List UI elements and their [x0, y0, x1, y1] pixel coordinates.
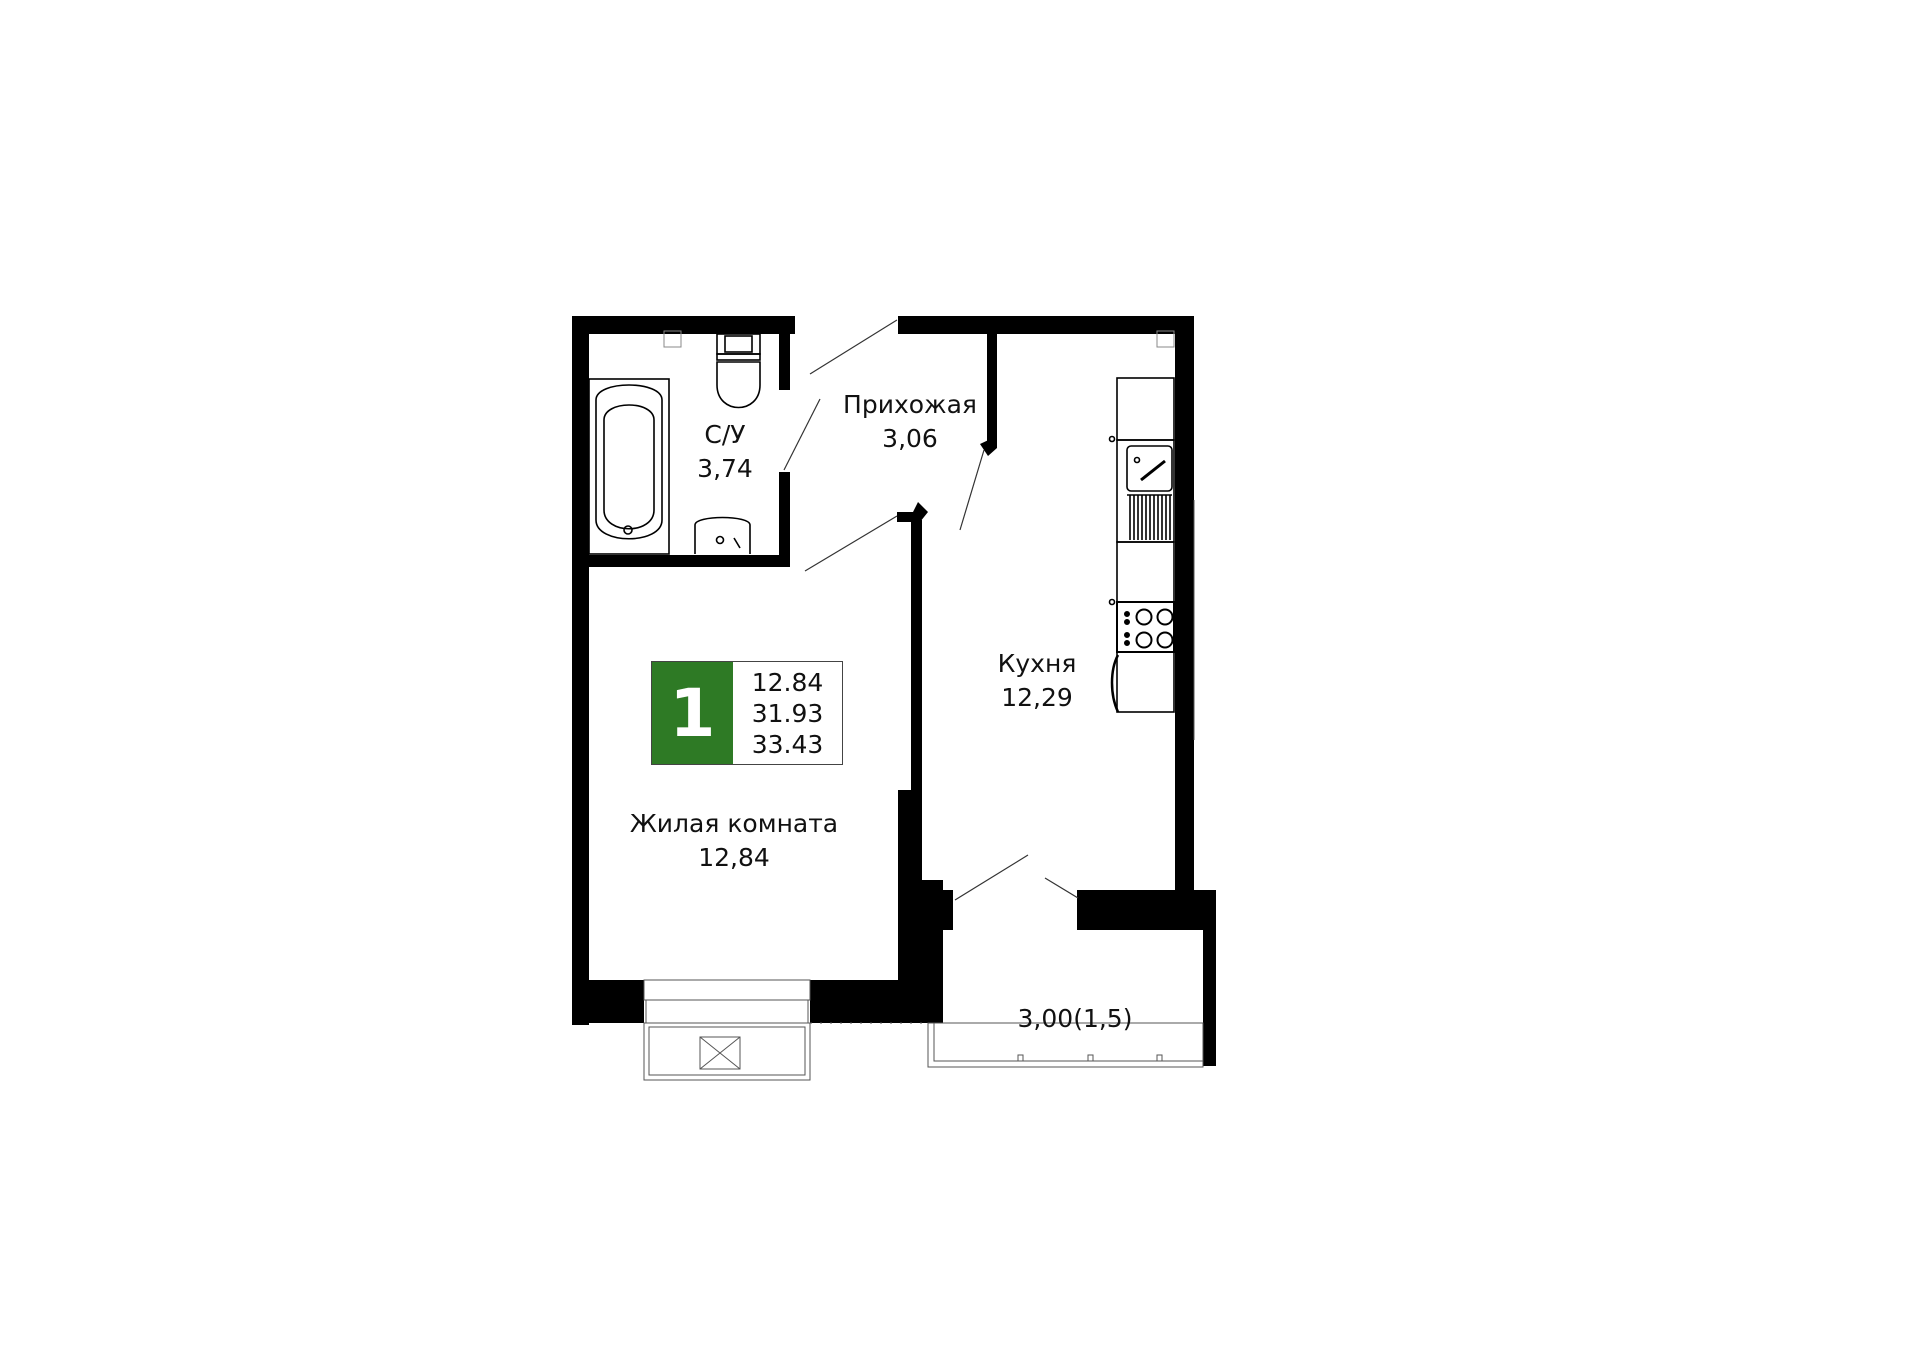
kitchen-counter	[1108, 377, 1175, 606]
fridge-icon	[1110, 651, 1175, 713]
room-label-hallway: Прихожая 3,06	[843, 388, 977, 456]
doors	[783, 319, 1079, 901]
room-name: Жилая комната	[629, 809, 839, 838]
walls	[572, 316, 1216, 1066]
total-area-with-balcony-value: 33.43	[751, 729, 824, 759]
stove-icon	[1116, 601, 1175, 653]
room-area: 3,74	[697, 454, 753, 483]
toilet-icon	[716, 333, 761, 409]
area-values: 12.84 31.93 33.43	[733, 662, 842, 764]
room-name: Прихожая	[843, 390, 977, 419]
vent-shaft	[1156, 330, 1175, 348]
room-area: 12,29	[1001, 683, 1073, 712]
room-label-bathroom: С/У 3,74	[697, 418, 753, 486]
room-name: С/У	[704, 420, 746, 449]
balcony-railing	[810, 1022, 1204, 1068]
room-area: 3,00(1,5)	[1017, 1004, 1133, 1033]
vent-shaft	[663, 330, 682, 348]
room-label-living: Жилая комната 12,84	[630, 807, 838, 875]
total-area-value: 31.93	[751, 698, 824, 728]
living-window	[643, 979, 811, 1024]
room-label-kitchen: Кухня 12,29	[998, 647, 1077, 715]
apartment-summary-badge: 1 12.84 31.93 33.43	[651, 661, 843, 765]
living-area-value: 12.84	[751, 667, 824, 697]
room-area: 12,84	[698, 843, 770, 872]
room-label-balcony: 3,00(1,5)	[1018, 1002, 1133, 1036]
room-name: Кухня	[997, 649, 1077, 678]
room-area: 3,06	[882, 424, 938, 453]
sink-icon	[694, 516, 751, 554]
bathtub-icon	[588, 378, 670, 555]
french-balcony	[643, 1022, 811, 1081]
room-count: 1	[652, 662, 733, 764]
